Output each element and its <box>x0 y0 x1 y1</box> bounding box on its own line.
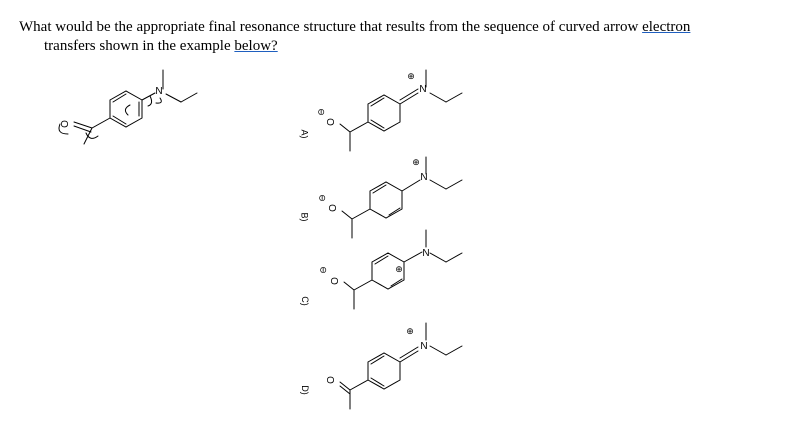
n-atom: N <box>419 84 426 95</box>
o-atom: O <box>330 277 341 285</box>
example-carbonyl <box>73 125 92 133</box>
curved-arrow-icon <box>155 97 162 104</box>
n-atom: N <box>422 248 429 259</box>
bond <box>401 179 421 192</box>
ring-double-bond <box>370 377 385 387</box>
plus-charge: ⊕ <box>406 326 414 336</box>
example-ring-double-bond <box>112 93 127 103</box>
ring-double-bond <box>370 97 385 107</box>
plus-charge: ⊕ <box>412 157 420 167</box>
question-text-part-2: transfers shown in the example <box>44 38 235 54</box>
ring-double-bond <box>374 255 389 265</box>
option-c-choice[interactable] <box>292 232 482 312</box>
bond <box>403 251 423 263</box>
example-n-ethyl <box>180 92 198 103</box>
bond <box>445 179 463 190</box>
option-b-structure: N ⊕ O ⊖ <box>317 156 463 239</box>
bond <box>399 350 419 363</box>
bond <box>429 252 447 263</box>
ring-double-bond <box>370 355 385 365</box>
minus-charge: ⊖ <box>316 108 326 116</box>
example-o-atom: O <box>60 120 71 128</box>
bond <box>353 279 373 291</box>
plus-charge: ⊕ <box>395 264 403 274</box>
n-atom: N <box>420 172 427 183</box>
example-structure: N O <box>58 69 198 145</box>
curved-arrow-icon <box>124 104 131 116</box>
ring-double-bond <box>388 207 401 216</box>
bond <box>349 121 369 133</box>
below-link[interactable]: below? <box>234 38 278 54</box>
bond <box>339 385 351 395</box>
bond <box>351 208 371 220</box>
bond <box>339 123 351 133</box>
ring-double-bond <box>370 119 385 129</box>
ring-double-bond <box>372 184 387 194</box>
bond <box>339 381 351 391</box>
curved-arrow-icon <box>85 132 99 139</box>
electron-link[interactable]: electron <box>642 19 691 35</box>
bond <box>445 252 463 263</box>
example-n-atom: N <box>155 86 162 97</box>
o-atom: O <box>328 204 339 212</box>
option-d-structure: N ⊕ O <box>326 322 463 410</box>
example-carbonyl <box>73 121 93 129</box>
example-bond <box>91 117 111 129</box>
example-bond <box>141 92 156 101</box>
plus-charge: ⊕ <box>407 71 415 81</box>
bond <box>429 345 447 356</box>
o-atom: O <box>326 118 337 126</box>
example-ring-double-bond <box>112 115 127 125</box>
minus-charge: ⊖ <box>317 194 327 202</box>
question-line-1: What would be the appropriate final reso… <box>19 18 779 37</box>
question-text: What would be the appropriate final reso… <box>19 18 779 56</box>
bond <box>399 88 419 101</box>
bond <box>445 92 463 103</box>
curved-arrow-icon <box>58 123 69 135</box>
bond <box>341 210 353 220</box>
bond <box>429 92 447 103</box>
option-c-structure: N ⊕ O ⊖ <box>318 229 463 310</box>
bond <box>343 281 355 291</box>
option-d-choice[interactable] <box>292 318 482 398</box>
bond <box>349 379 369 391</box>
option-a-structure: N ⊕ O ⊖ <box>316 69 463 152</box>
question-text-part: What would be the appropriate final reso… <box>19 19 643 35</box>
option-a-choice[interactable] <box>292 64 482 144</box>
ring-double-bond <box>390 278 403 287</box>
n-atom: N <box>420 341 427 352</box>
bond <box>399 92 419 105</box>
example-n-ethyl <box>165 93 182 103</box>
bond <box>445 345 463 356</box>
option-b-choice[interactable] <box>292 150 482 230</box>
curved-arrow-icon <box>147 95 153 107</box>
bond <box>429 179 447 190</box>
minus-charge: ⊖ <box>318 266 328 274</box>
question-line-2: transfers shown in the example below? <box>19 37 779 56</box>
bond <box>399 346 419 359</box>
o-atom: O <box>326 376 337 384</box>
